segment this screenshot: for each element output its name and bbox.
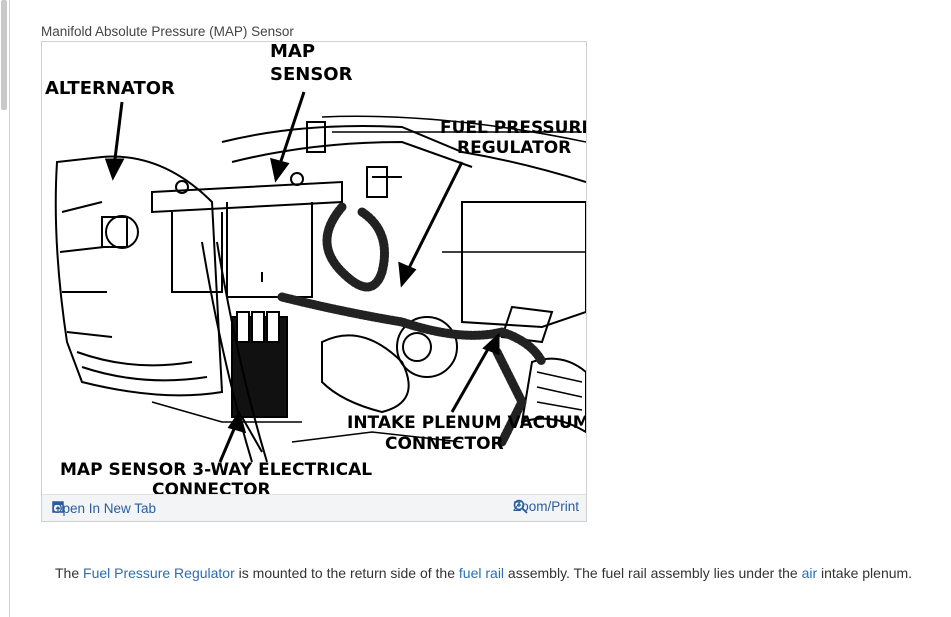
paragraph-text: intake plenum.: [817, 565, 913, 581]
intake-plenum-arrow: [450, 341, 494, 413]
paragraph-text: The: [55, 565, 84, 581]
figure-caption: Manifold Absolute Pressure (MAP) Sensor: [41, 24, 294, 39]
figure-footer: Open In New Tab Zoom/Print: [42, 494, 586, 521]
label-intake-plenum-line1: INTAKE PLENUM VACUUM: [347, 413, 586, 433]
open-in-new-tab-link[interactable]: Open In New Tab: [52, 501, 156, 516]
label-map-sensor-line1: MAP: [270, 42, 315, 62]
fuel-rail-link[interactable]: fuel rail: [458, 565, 505, 581]
paragraph-text: assembly. The fuel rail assembly lies un…: [504, 565, 802, 581]
description-paragraph: The Fuel Pressure Regulator is mounted t…: [55, 565, 912, 581]
scrollbar-thumb[interactable]: [1, 0, 7, 110]
air-link[interactable]: air: [801, 565, 818, 581]
label-alternator: ALTERNATOR: [45, 78, 175, 99]
open-new-tab-icon: [52, 501, 64, 513]
label-fuel-pressure-line2: REGULATOR: [457, 138, 571, 158]
label-map-sensor-line2: SENSOR: [270, 64, 353, 85]
vacuum-hose-loop: [322, 202, 389, 292]
fuel-pressure-arrow: [405, 161, 464, 273]
alternator-body-shape: [54, 155, 224, 397]
open-in-new-tab-label: Open In New Tab: [52, 501, 157, 516]
label-connector-line2: CONNECTOR: [152, 480, 271, 494]
vacuum-hose-main: [277, 292, 547, 367]
magnifier-icon: [513, 499, 528, 514]
paragraph-text: is mounted to the return side of the: [234, 565, 459, 581]
zoom-print-link[interactable]: Zoom/Print: [513, 499, 579, 514]
label-intake-plenum-line2: CONNECTOR: [385, 434, 504, 454]
page-scrollbar[interactable]: [0, 0, 10, 617]
engine-diagram-illustration: MAP SENSOR ALTERNATOR FUEL PRESSURE REGU…: [45, 42, 586, 494]
vacuum-hose-lower: [492, 347, 528, 447]
figure-box: MAP SENSOR ALTERNATOR FUEL PRESSURE REGU…: [41, 41, 587, 522]
zoom-print-label: Zoom/Print: [512, 499, 579, 514]
fuel-pressure-regulator-link[interactable]: Fuel Pressure Regulator: [83, 565, 235, 581]
alternator-arrow: [112, 101, 124, 168]
map-sensor-arrow: [277, 91, 306, 168]
label-fuel-pressure-line1: FUEL PRESSURE: [440, 118, 586, 138]
label-connector-line1: MAP SENSOR 3-WAY ELECTRICAL: [60, 460, 372, 480]
